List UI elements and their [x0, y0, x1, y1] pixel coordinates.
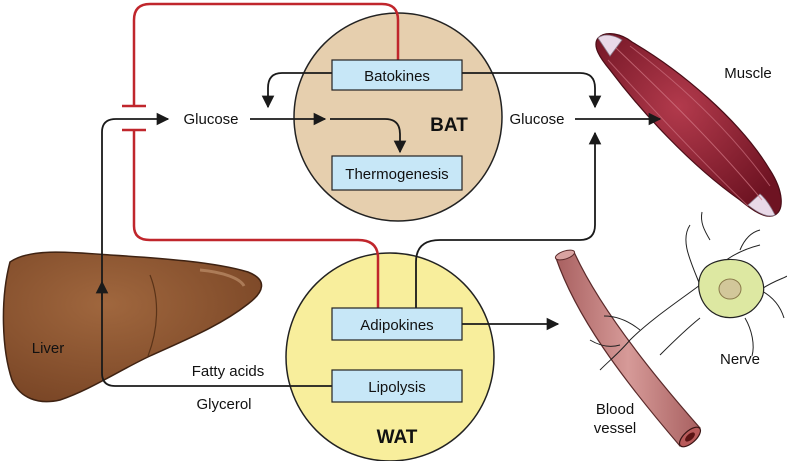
- vessel-label: vessel: [594, 420, 637, 437]
- liver-icon: [2, 251, 263, 403]
- blood-vessel-icon: [554, 249, 702, 448]
- thermogenesis-box: Thermogenesis: [331, 155, 463, 191]
- glucose-left-label: Glucose: [183, 111, 238, 128]
- bat-label: BAT: [430, 115, 468, 136]
- muscle-icon: [595, 33, 782, 217]
- nerve-icon: [589, 211, 787, 371]
- nerve-nucleus-icon: [718, 278, 742, 300]
- wat-label: WAT: [377, 427, 418, 448]
- glycerol-label: Glycerol: [196, 396, 251, 413]
- liver-label: Liver: [32, 340, 65, 357]
- lipolysis-label: Lipolysis: [368, 379, 426, 396]
- batokines-label: Batokines: [364, 68, 430, 85]
- fatty-acids-label: Fatty acids: [192, 363, 265, 380]
- arrows: [95, 72, 662, 387]
- adipokines-box: Adipokines: [331, 307, 463, 341]
- thermogenesis-label: Thermogenesis: [345, 166, 448, 183]
- blood-label: Blood: [596, 401, 634, 418]
- glucose-right-label: Glucose: [509, 111, 564, 128]
- inhibition-lines: [122, 2, 400, 308]
- muscle-label: Muscle: [724, 65, 772, 82]
- batokines-box: Batokines: [331, 59, 463, 91]
- nerve-label: Nerve: [720, 351, 760, 368]
- adipokines-label: Adipokines: [360, 317, 433, 334]
- lipolysis-box: Lipolysis: [331, 369, 463, 403]
